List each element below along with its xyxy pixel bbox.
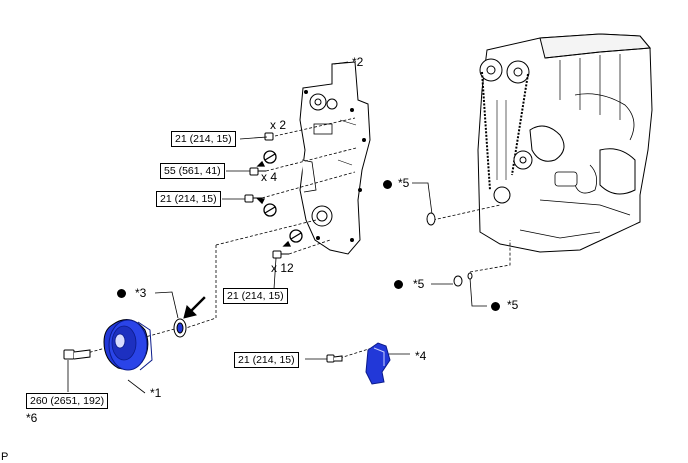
qty-x12: x 12: [271, 261, 294, 275]
bolt-bottom: [272, 250, 282, 259]
torque-cover-mid: 21 (214, 15): [156, 191, 221, 207]
bolt-top: [264, 132, 274, 141]
callout-2: *2: [352, 55, 364, 69]
oil-seal: [173, 318, 187, 338]
new-part-dot: [117, 289, 126, 298]
bolt-mid: [244, 194, 254, 203]
callout-1: *1: [150, 386, 162, 400]
new-part-dot: [394, 280, 403, 289]
callout-3: *3: [135, 286, 147, 300]
callout-5b: *5: [413, 277, 425, 291]
gaskets: [426, 212, 473, 287]
pulley-bolt: [63, 349, 91, 360]
tensioner-bolt: [326, 354, 343, 363]
chain-tensioner: [365, 342, 391, 385]
torque-cover-55: 55 (561, 41): [160, 163, 225, 179]
corner-mark: P: [1, 451, 9, 463]
leader-lines: [67, 61, 487, 394]
bolt-55: [249, 167, 259, 176]
callout-6: *6: [26, 411, 38, 425]
qty-x4: x 4: [261, 170, 278, 184]
torque-pulley-bolt: 260 (2651, 192): [26, 393, 109, 409]
new-part-dot: [383, 180, 392, 189]
engine-assembly: [477, 33, 653, 253]
sealant-symbols: [256, 150, 303, 247]
qty-x2: x 2: [270, 118, 287, 132]
crankshaft-pulley: [103, 319, 153, 371]
torque-tensioner: 21 (214, 15): [234, 352, 299, 368]
new-part-dot: [491, 302, 500, 311]
torque-cover-bottom: 21 (214, 15): [223, 288, 288, 304]
timing-chain-cover: [299, 61, 371, 255]
callout-4: *4: [415, 349, 427, 363]
cover-bolts: [244, 132, 289, 259]
installation-arrow: [183, 296, 206, 319]
callout-5a: *5: [398, 176, 410, 190]
torque-cover-top: 21 (214, 15): [171, 131, 236, 147]
callout-5c: *5: [507, 298, 519, 312]
